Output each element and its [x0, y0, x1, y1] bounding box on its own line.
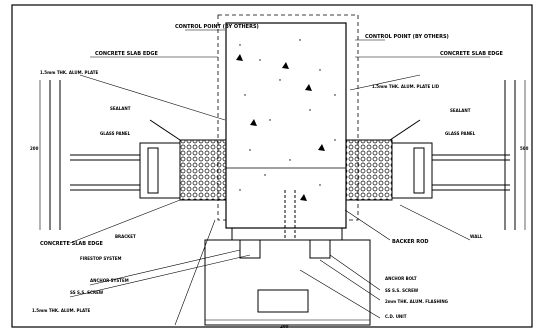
dimension-left: 200	[30, 146, 39, 151]
label-concrete-slab-left: CONCRETE SLAB EDGE	[95, 51, 158, 57]
drawing-border	[11, 4, 533, 328]
dimension-bottom: 200	[280, 324, 289, 329]
insulation-left	[179, 139, 227, 201]
concrete-column	[225, 22, 347, 229]
label-alum-flashing: 2mm THK. ALUM. FLASHING	[385, 299, 448, 304]
glazing-frame-right	[389, 80, 516, 230]
label-plate-left: 1.5mm THK. ALUM. PLATE	[40, 70, 99, 75]
label-cd-unit: C.D. UNIT	[385, 314, 407, 319]
label-ss-screw-right: SS S.S. SCREW	[385, 288, 419, 293]
glazing-frame-left	[49, 80, 181, 230]
label-bracket-left: BRACKET	[115, 234, 136, 239]
dimension-top: 500	[520, 146, 529, 151]
concrete-speckle	[236, 39, 336, 201]
label-sealant-left: SEALANT	[110, 106, 131, 111]
insulation-right	[345, 139, 393, 201]
lower-assembly	[204, 190, 371, 326]
label-control-point-left: CONTROL POINT (BY OTHERS)	[175, 24, 259, 30]
label-concrete-slab-right: CONCRETE SLAB EDGE	[440, 51, 503, 57]
dimension-lines	[39, 80, 526, 321]
label-plate-right: 1.5mm THK. ALUM. PLATE LID	[372, 84, 440, 89]
label-anchor-bolt: ANCHOR BOLT	[385, 276, 417, 281]
label-fire-stop: FIRESTOP SYSTEM	[80, 256, 121, 261]
label-bottom-plate: 1.5mm THK. ALUM. PLATE	[32, 308, 91, 313]
label-glass-right: GLASS PANEL	[445, 131, 476, 136]
label-backer-rod: BACKER ROD	[392, 239, 428, 245]
label-sealant-right: SEALANT	[450, 108, 471, 113]
label-anchor-system: ANCHOR SYSTEM	[90, 278, 129, 283]
label-wall-left: WALL	[470, 234, 483, 239]
label-concrete-edge-bottom: CONCRETE SLAB EDGE	[40, 241, 103, 247]
leader-lines	[69, 29, 490, 326]
label-glass-left: GLASS PANEL	[100, 131, 131, 136]
label-control-point-right: CONTROL POINT (BY OTHERS)	[365, 34, 449, 40]
label-ss-screw: SS S.S. SCREW	[70, 290, 104, 295]
